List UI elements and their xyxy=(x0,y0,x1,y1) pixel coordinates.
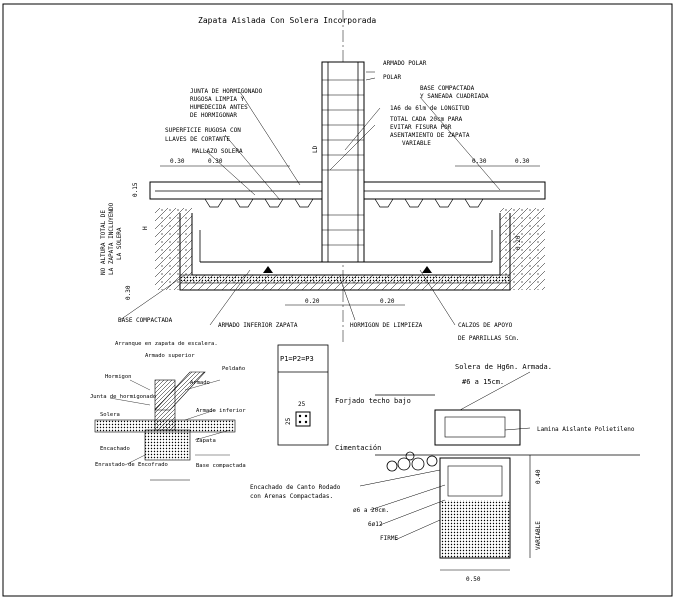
label-total-3: ASENTAMIENTO DE ZAPATA xyxy=(390,132,470,139)
right-dim-lines xyxy=(440,455,531,571)
label-cimentacion: Cimentación xyxy=(335,444,381,452)
label-solera-bars: #6 a 15cm. xyxy=(462,378,504,386)
compacted-fill xyxy=(440,500,510,558)
vertical-label-2: LA ZAPATA INCLUYENDO xyxy=(108,202,115,275)
label-longitud: 1A6 de 6lm de LONGITUD xyxy=(390,105,470,112)
dim-050: 0.50 xyxy=(466,576,481,583)
column xyxy=(321,61,365,263)
vertical-label-1: NO ALTURA TOTAL DE xyxy=(100,210,107,275)
dim-020-right: 0.20 xyxy=(515,235,522,250)
dim-030-b: 0.30 xyxy=(208,158,223,165)
stair-tag-6: Solera xyxy=(100,412,120,418)
dim-030-a: 0.30 xyxy=(170,158,185,165)
dim-040: 0.40 xyxy=(535,469,542,484)
sheet-frame xyxy=(2,3,673,597)
label-total-4: VARIABLE xyxy=(402,140,431,147)
stair-tag-1: Armado superior xyxy=(145,353,195,359)
stair-wall xyxy=(154,379,176,431)
stair-leaders xyxy=(109,379,231,466)
stair-tag-3: Armado xyxy=(190,380,210,386)
label-base-top-2: Y SANEADA CUADRIADA xyxy=(420,93,489,100)
label-junta-4: DE HORMIGONAR xyxy=(190,112,237,119)
label-firme: FIRME xyxy=(380,535,398,542)
vertical-label-3: LA SOLERA xyxy=(116,227,123,260)
label-total-1: TOTAL CADA 20cm PARA xyxy=(390,116,463,123)
bar-hooks xyxy=(199,230,493,262)
label-superficie-1: SUPERFICIE RUGOSA CON xyxy=(165,127,241,134)
leader-lines xyxy=(119,71,501,326)
label-forjado: Forjado techo bajo xyxy=(335,397,411,405)
support-chairs xyxy=(263,266,432,273)
dim-variable: VARIABLE xyxy=(535,521,542,550)
slab-rebar-box xyxy=(444,416,506,438)
dim-030-d: 0.30 xyxy=(515,158,530,165)
label-base-bottom: BASE COMPACTADA xyxy=(118,317,173,324)
label-calzos: CALZOS DE APOYO xyxy=(458,322,513,329)
dim-030-c: 0.30 xyxy=(472,158,487,165)
label-mallazo: MALLAZO SOLERA xyxy=(192,148,243,155)
label-superficie-2: LLAVES DE CORTANTE xyxy=(165,136,230,143)
dim-015: 0.15 xyxy=(132,182,139,197)
label-junta-3: HUMEDECIDA ANTES xyxy=(190,104,248,111)
slab-footing-detail: Solera de Hg6n. Armada. #6 a 15cm. Forja… xyxy=(250,363,640,583)
label-parrillas: DE PARRILLAS 5Cm. xyxy=(458,335,519,342)
stair-tag-7: Armado inferior xyxy=(196,408,246,414)
legend-dim-top: 25 xyxy=(298,401,306,408)
dim-020-bot1: 0.20 xyxy=(305,298,320,305)
drawing-title: Zapata Aislada Con Solera Incorporada xyxy=(198,16,376,25)
label-total-2: EVITAR FISURA POR xyxy=(390,124,452,131)
right-leaders xyxy=(359,371,531,541)
legend-column-section xyxy=(295,411,311,427)
excavation-outline xyxy=(179,213,511,291)
dim-ld: LD xyxy=(312,145,319,153)
label-encachado-2: con Arenas Compactadas. xyxy=(250,493,333,500)
floor-line xyxy=(375,394,640,456)
stair-tag-11: Base compactada xyxy=(196,463,246,469)
stair-tag-4: Hormigon xyxy=(105,374,132,380)
legend-dim-side: 25 xyxy=(285,417,292,425)
lean-concrete xyxy=(179,274,511,284)
label-armado-inferior: ARMADO INFERIOR ZAPATA xyxy=(218,322,298,329)
stair-tag-2: Peldaño xyxy=(222,366,245,372)
label-junta-2: RUGOSA LIMPIA Y xyxy=(190,96,245,103)
label-junta-1: JUNTA DE HORMIGONADO xyxy=(190,88,263,95)
label-armado-polar: ARMADO POLAR xyxy=(383,60,427,67)
stair-tag-5: Junta de hormigonado xyxy=(90,394,156,400)
stair-tag-9: Encachado xyxy=(100,446,130,452)
stair-caption: Arranque en zapata de escalera. xyxy=(115,341,218,347)
column-section-legend: P1=P2=P3 25 25 xyxy=(277,344,329,446)
gravel-stones xyxy=(386,451,438,472)
stair-footing-detail: Arranque en zapata de escalera. Armado s… xyxy=(90,341,246,481)
label-solera-title: Solera de Hg6n. Armada. xyxy=(455,363,552,371)
label-bars: 6ø12 xyxy=(368,521,383,528)
legend-formula: P1=P2=P3 xyxy=(280,355,314,363)
label-polar: POLAR xyxy=(383,74,401,81)
solera-section xyxy=(434,409,521,446)
label-encachado-1: Encachado de Canto Rodado xyxy=(250,484,341,491)
stair-tag-10: Enrastado de Encofrado xyxy=(95,462,168,468)
main-footing-detail: ARMADO POLAR POLAR JUNTA DE HORMIGONADO … xyxy=(100,60,546,342)
dim-h: H xyxy=(142,226,149,230)
stair-footing xyxy=(144,429,191,461)
label-stirrups: ø6 a 20cm. xyxy=(353,507,389,514)
label-base-top-1: BASE COMPACTADA xyxy=(420,85,475,92)
stair-tag-8: Zapata xyxy=(196,438,216,444)
dim-020-bot2: 0.20 xyxy=(380,298,395,305)
label-lamina: Lamina Aislante Polietileno xyxy=(537,426,635,433)
footing-rebar-box xyxy=(447,465,503,497)
dim-030-left: 0.30 xyxy=(125,285,132,300)
column-stirrups xyxy=(322,79,364,246)
label-hormigon-limpieza: HORMIGON DE LIMPIEZA xyxy=(350,322,423,329)
legend-frame xyxy=(277,344,329,446)
slab-keys xyxy=(204,198,484,208)
